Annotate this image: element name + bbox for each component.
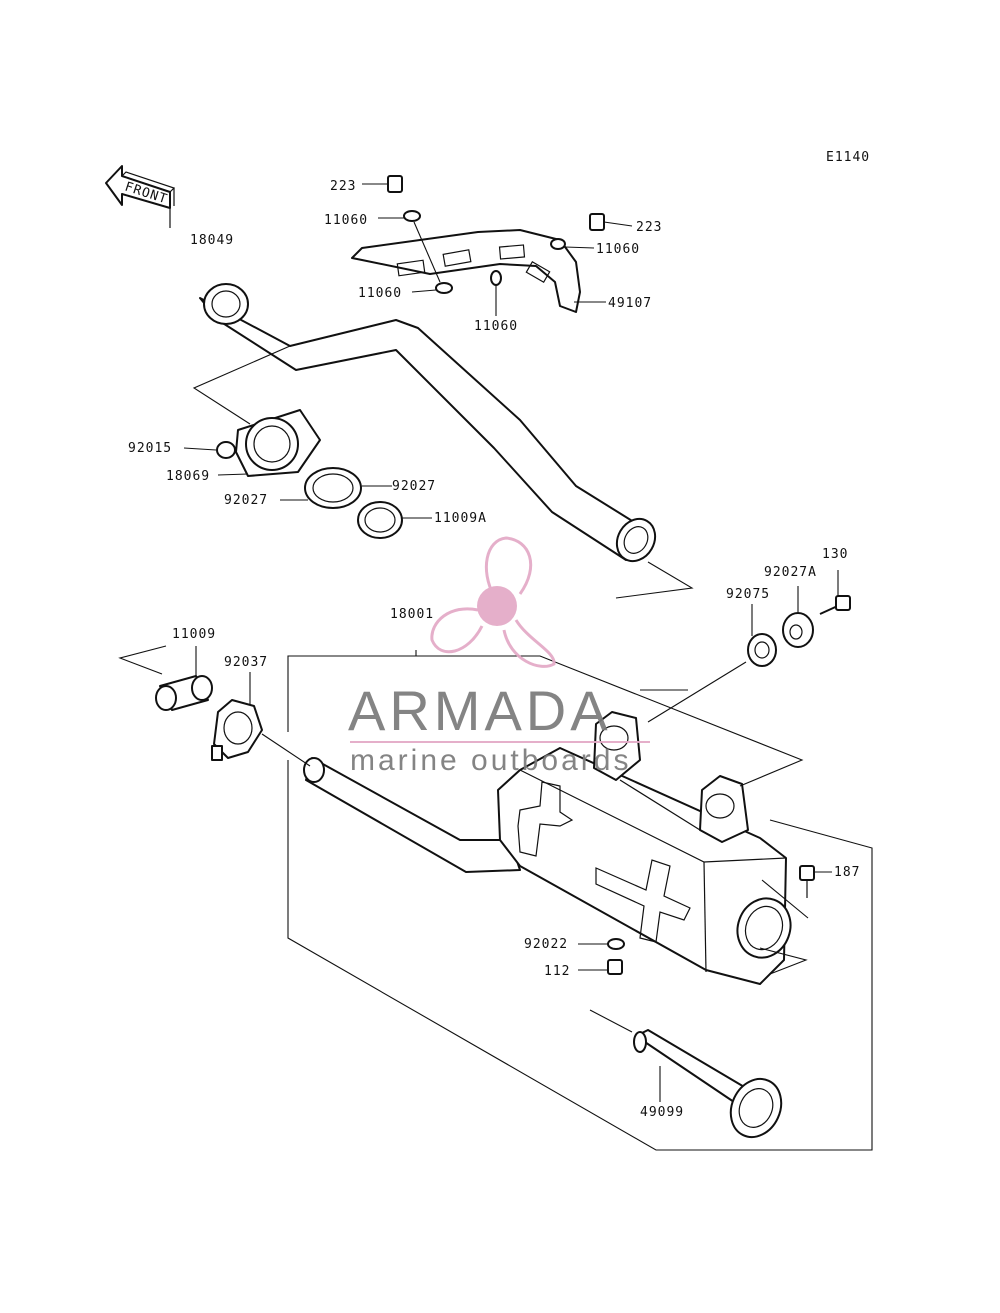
label-18001: 18001	[390, 607, 434, 622]
grommet-92075	[747, 604, 777, 667]
label-11009: 11009	[172, 627, 216, 642]
label-223-top: 223	[330, 179, 356, 194]
bolt-130	[819, 570, 851, 615]
label-92027-left: 92027	[224, 493, 268, 508]
label-92037: 92037	[224, 655, 268, 670]
label-187: 187	[834, 865, 860, 880]
clamp-92037	[211, 672, 311, 767]
collar-11009	[155, 646, 213, 711]
watermark-tagline: marine outboards	[350, 744, 631, 777]
propeller-hub-icon	[477, 586, 517, 626]
heat-guard	[351, 229, 581, 313]
bolt-112	[578, 959, 623, 975]
exhaust-pipe	[199, 283, 657, 563]
muffler	[303, 711, 792, 985]
label-18069: 18069	[166, 469, 210, 484]
label-11009a: 11009A	[434, 511, 487, 526]
bolt-223-right	[589, 213, 633, 231]
watermark-logo: ARMADA marine outboards	[348, 536, 650, 777]
label-49107: 49107	[608, 296, 652, 311]
label-49099: 49099	[640, 1105, 684, 1120]
washer-92027a	[782, 586, 814, 648]
nut-11060-1	[378, 210, 441, 283]
label-18049: 18049	[190, 233, 234, 248]
label-112: 112	[544, 964, 570, 979]
washer-92022	[578, 938, 625, 950]
sleeve-92027	[280, 467, 392, 509]
label-223-right: 223	[636, 220, 662, 235]
label-92075: 92075	[726, 587, 770, 602]
label-11060-1: 11060	[324, 213, 368, 228]
label-130: 130	[822, 547, 848, 562]
diagram-code: E1140	[826, 150, 870, 165]
watermark-brand: ARMADA	[348, 679, 612, 742]
label-11060-2: 11060	[596, 242, 640, 257]
ring-11009a	[357, 501, 432, 539]
label-92022: 92022	[524, 937, 568, 952]
spark-arrester	[633, 1029, 783, 1139]
front-arrow-icon: FRONT	[105, 165, 176, 228]
label-11060-4: 11060	[474, 319, 518, 334]
nut-92015	[183, 441, 236, 459]
label-11060-3: 11060	[358, 286, 402, 301]
bolt-187	[799, 865, 832, 898]
nut-11060-2	[550, 238, 595, 250]
bolt-223-top	[362, 175, 403, 193]
label-92027-right: 92027	[392, 479, 436, 494]
label-92027a: 92027A	[764, 565, 817, 580]
nut-11060-4	[490, 270, 502, 316]
propeller-icon	[430, 536, 556, 668]
label-92015: 92015	[128, 441, 172, 456]
exhaust-flange-gasket	[235, 409, 321, 477]
nut-11060-3	[411, 282, 453, 294]
